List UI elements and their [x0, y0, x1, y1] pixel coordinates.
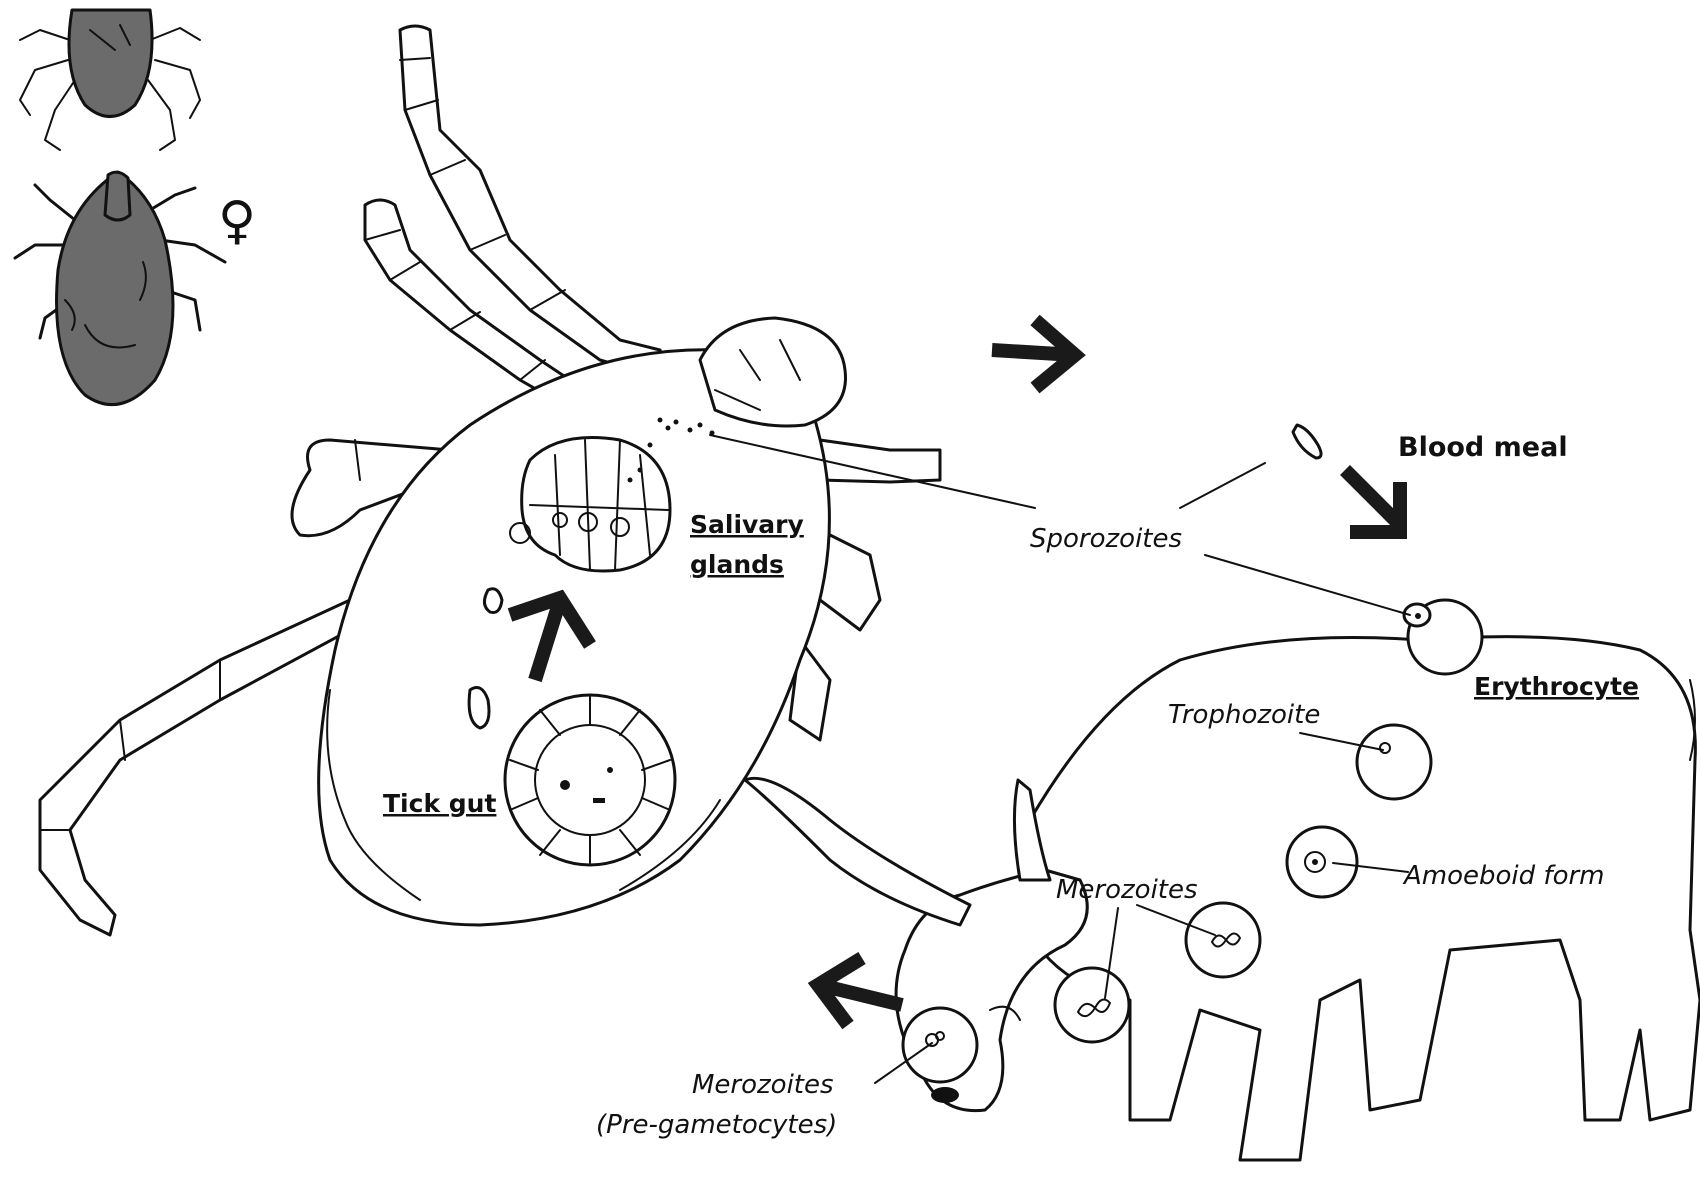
- merozoites-pre-label: Merozoites: [692, 1070, 834, 1100]
- trophozoite-cell-icon: [1357, 725, 1431, 799]
- tick-gut-icon: [505, 695, 675, 865]
- amoeboid-cell-icon: [1287, 827, 1357, 897]
- cycle-arrow-right: [992, 320, 1075, 388]
- cycle-arrow-left: [818, 958, 902, 1025]
- sporozoite-free-icon: [1293, 425, 1321, 458]
- female-tick-icon: ♀: [15, 172, 256, 405]
- trophozoite-label: Trophozoite: [1168, 700, 1320, 730]
- erythrocyte-label: Erythrocyte: [1474, 672, 1639, 701]
- merozoites-cell-icon: [1055, 968, 1129, 1042]
- merozoites-cell-icon: [1186, 903, 1260, 977]
- female-symbol: ♀: [218, 191, 256, 251]
- pre-gametocyte-cell-icon: [903, 1008, 977, 1082]
- salivary-glands-label-2: glands: [690, 550, 784, 579]
- kinete-icon: [484, 589, 502, 613]
- blood-meal-label: Blood meal: [1398, 432, 1568, 463]
- kinete-icon: [469, 688, 489, 728]
- cycle-arrow-down: [1345, 470, 1400, 532]
- salivary-glands-label: Salivary: [690, 510, 804, 539]
- sporozoites-label: Sporozoites: [1030, 524, 1182, 554]
- tick-gut-label: Tick gut: [383, 789, 496, 818]
- male-tick-icon: [20, 10, 200, 150]
- amoeboid-form-label: Amoeboid form: [1402, 861, 1605, 891]
- merozoites-label: Merozoites: [1056, 875, 1198, 905]
- pre-gametocytes-label: (Pre-gametocytes): [596, 1110, 837, 1140]
